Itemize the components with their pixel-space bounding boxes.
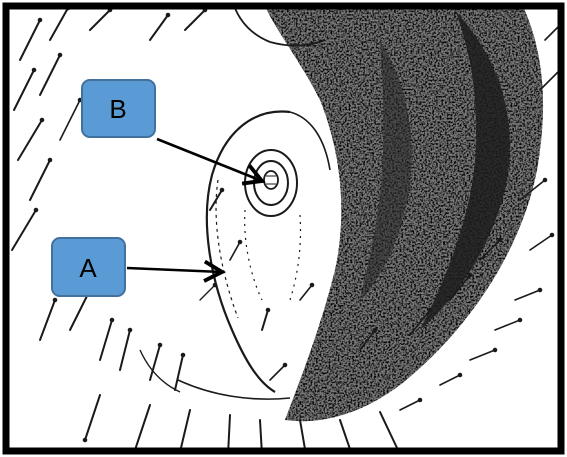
hair-tip: [34, 208, 38, 212]
hair-tip: [181, 353, 185, 357]
hair-tip: [53, 298, 57, 302]
hair-tip: [538, 288, 542, 292]
hair-tip: [238, 240, 242, 244]
hair-tip: [266, 308, 270, 312]
hair-tip: [518, 318, 522, 322]
hair-tip: [458, 373, 462, 377]
label-a-text: A: [79, 253, 97, 283]
hair-tip: [158, 343, 162, 347]
hair-tip: [38, 18, 42, 22]
hair-tip: [498, 238, 502, 242]
hair-tip: [468, 273, 472, 277]
hair-tip: [166, 13, 170, 17]
hair-tip: [32, 68, 36, 72]
hair-tip: [83, 438, 87, 442]
hair-tip: [128, 328, 132, 332]
hair-tip: [493, 348, 497, 352]
hair-tip: [283, 363, 287, 367]
hair-tip: [40, 118, 44, 122]
hair-tip: [213, 283, 217, 287]
hair-tip: [418, 398, 422, 402]
hair-tip: [310, 283, 314, 287]
label-a: A: [52, 238, 125, 296]
label-b-text: B: [109, 94, 126, 124]
hair-tip: [550, 233, 554, 237]
label-b: B: [82, 80, 155, 137]
hair-tip: [543, 178, 547, 182]
hair-tip: [373, 328, 377, 332]
hair-tip: [220, 188, 224, 192]
hair-tip: [58, 53, 62, 57]
hair-tip: [110, 318, 114, 322]
hair-tip: [428, 308, 432, 312]
hair-tip: [48, 158, 52, 162]
